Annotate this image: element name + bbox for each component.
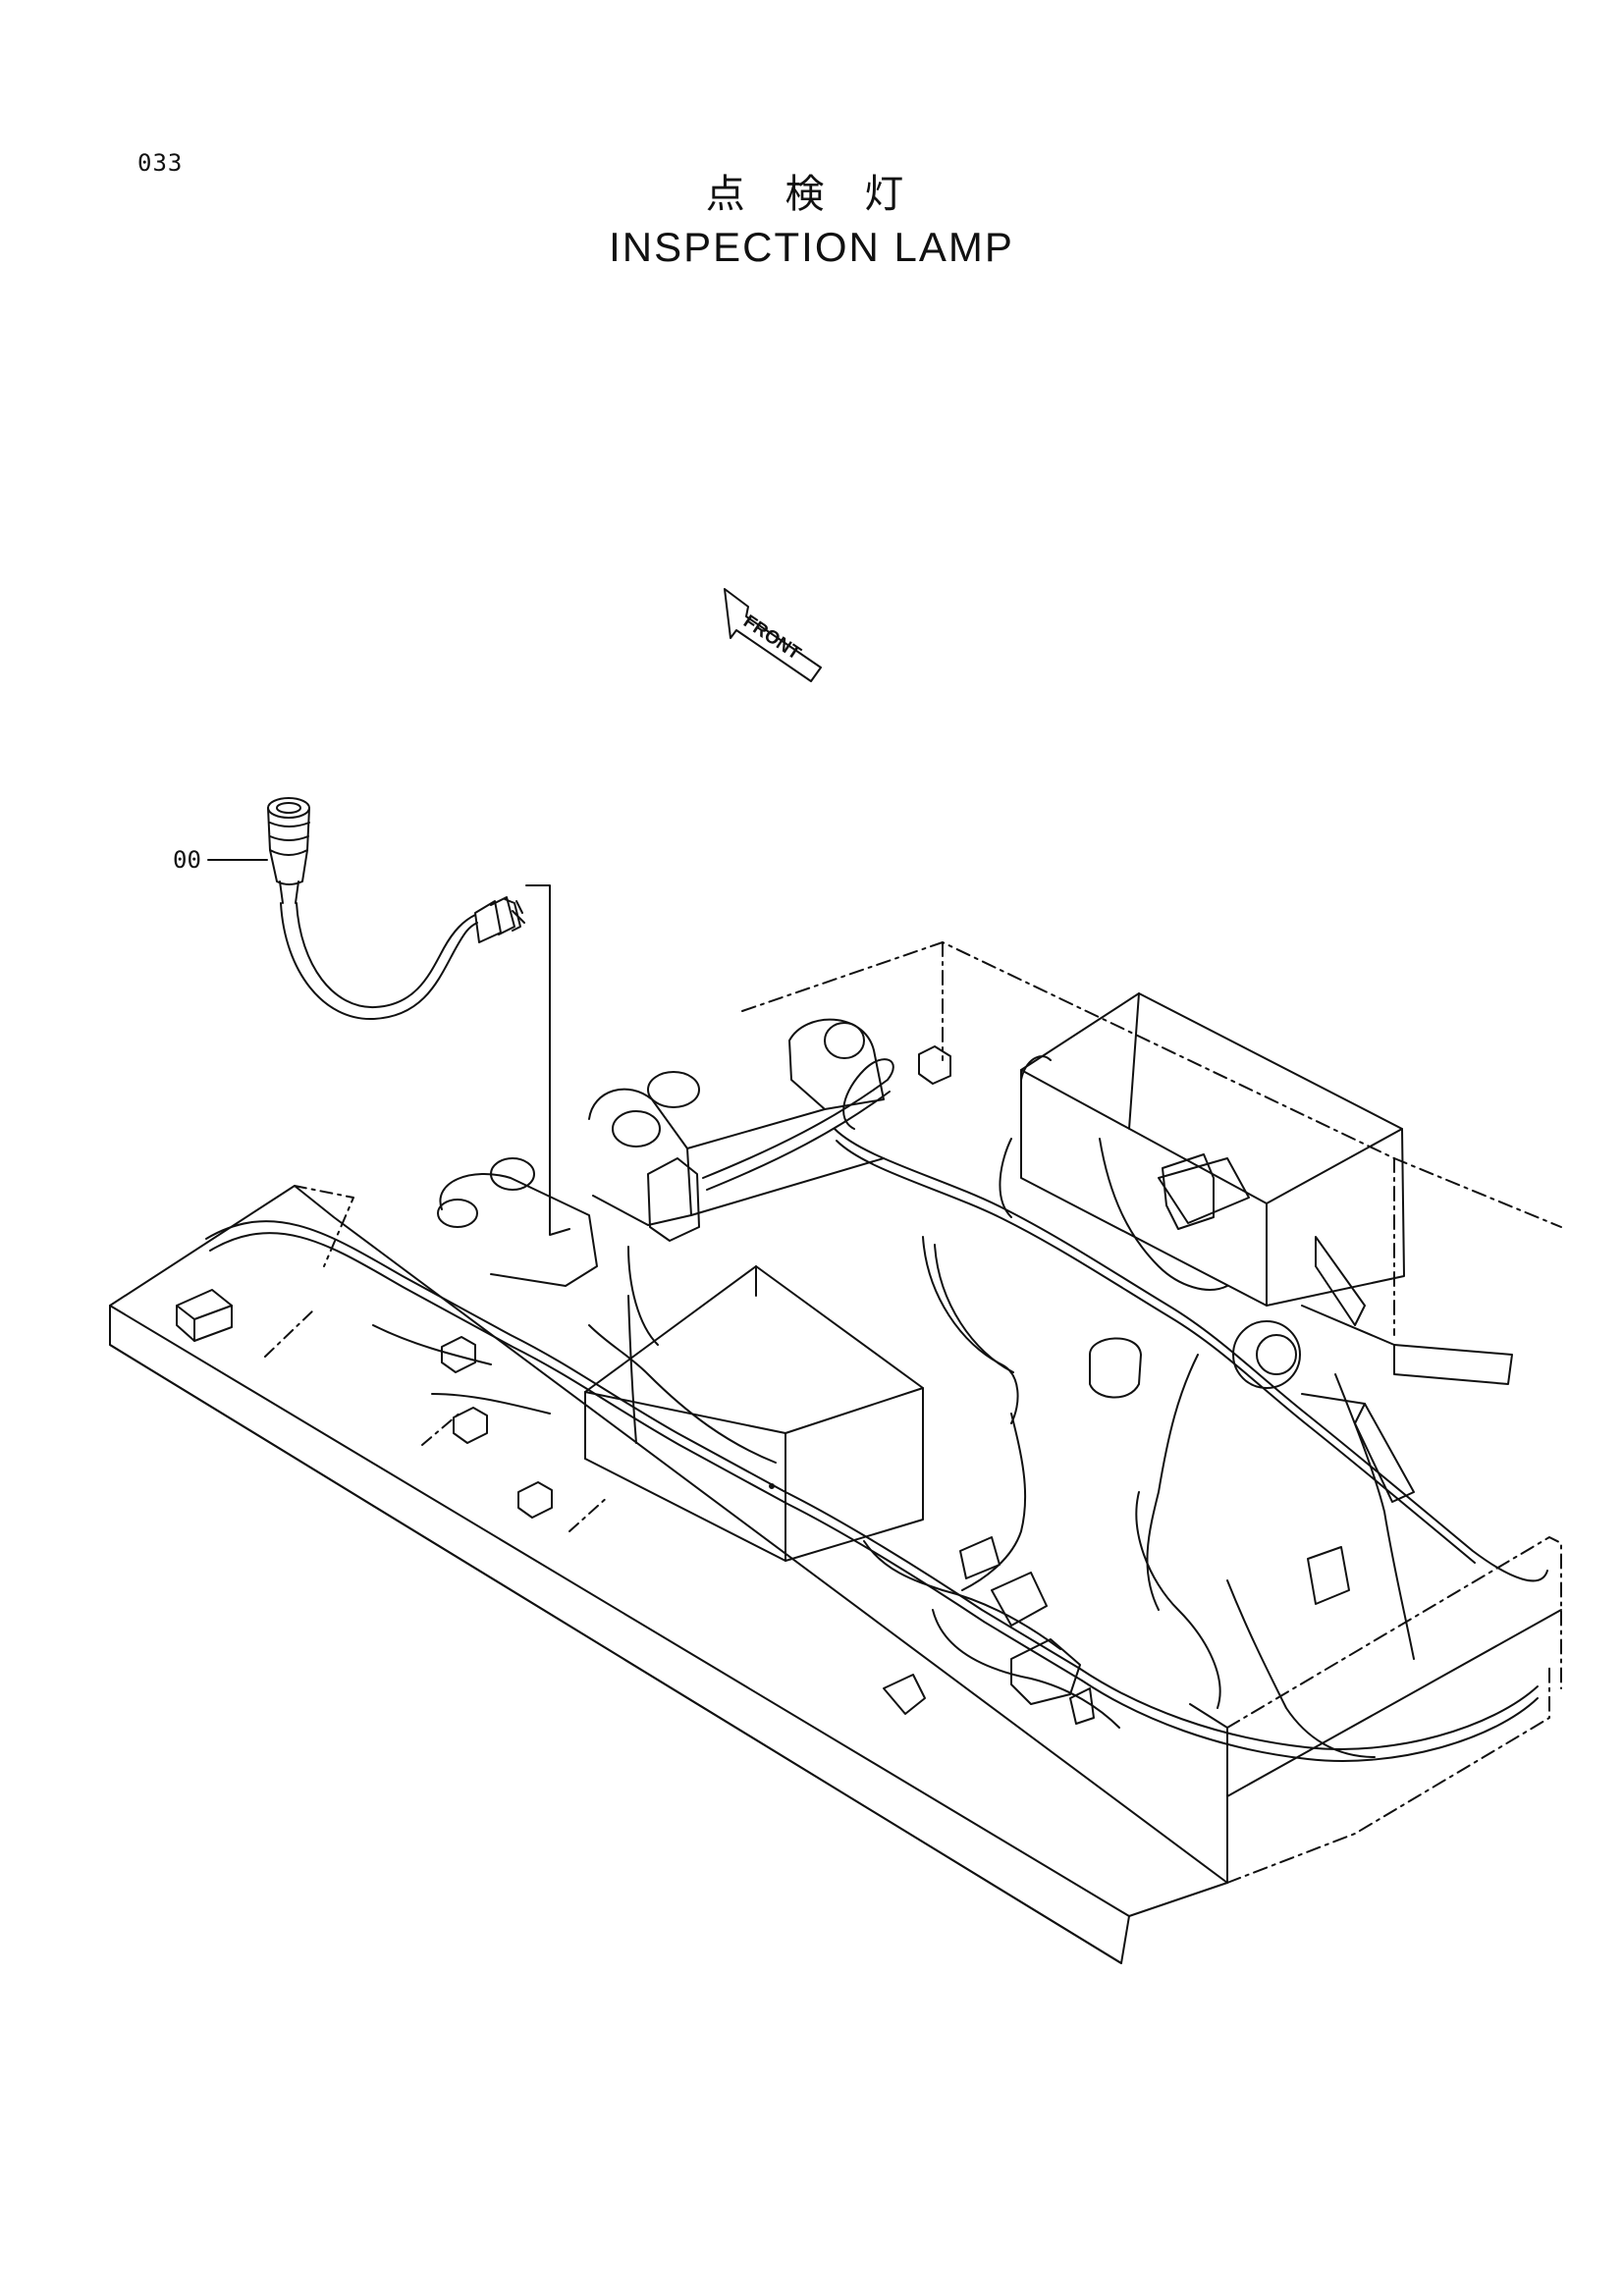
- inspection-lamp-icon: [267, 797, 525, 1021]
- title-english: INSPECTION LAMP: [609, 224, 1014, 270]
- base-frame: [109, 1185, 1562, 1964]
- cooling-fan-icon: [1232, 1236, 1513, 1503]
- page-number: 033: [137, 149, 184, 177]
- title-block: 点 検 灯 INSPECTION LAMP: [0, 169, 1623, 275]
- wiring-harness: [205, 1055, 1548, 1762]
- engine-block: [1020, 992, 1405, 1307]
- callout-00-label: 00: [173, 846, 201, 874]
- boom-bracket: [437, 1018, 885, 1287]
- battery-box: [176, 1289, 233, 1342]
- harness-connectors: [441, 1045, 1350, 1725]
- leader-line: [525, 884, 570, 1236]
- front-arrow-icon: FRONT: [724, 588, 822, 682]
- callout-00: 00: [173, 846, 268, 874]
- title-japanese: 点 検 灯: [705, 172, 918, 217]
- hydraulic-tank: [584, 1265, 924, 1562]
- engine-frame: [741, 941, 1562, 1336]
